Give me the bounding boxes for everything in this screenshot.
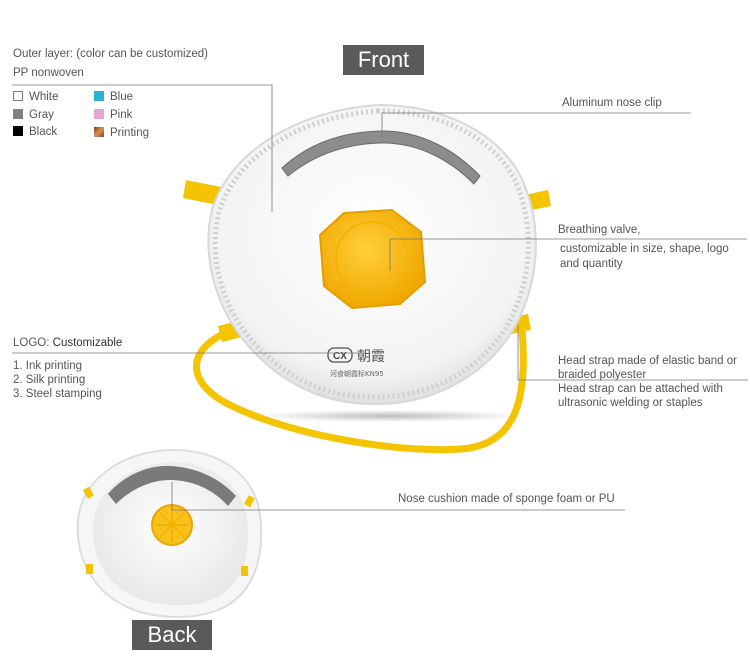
back-valve-spokes	[155, 507, 189, 543]
callout-strap-1: Head strap made of elastic band or	[558, 355, 737, 367]
mask-logo-brand: CX	[333, 351, 347, 362]
color-white: White	[13, 91, 58, 103]
callout-valve-desc-1: customizable in size, shape, logo	[560, 243, 729, 255]
leader-outer-layer	[12, 84, 273, 212]
callout-nose-clip: Aluminum nose clip	[562, 97, 662, 109]
mask-small-print: 河食朝霞标KN95	[330, 369, 384, 378]
callout-valve-desc-2: and quantity	[560, 258, 623, 270]
swatch-blue	[94, 91, 104, 101]
front-mask-shadow	[255, 410, 525, 422]
swatch-printing	[94, 127, 104, 137]
front-mask-edge	[212, 108, 531, 400]
logo-method-2: 2. Silk printing	[13, 374, 86, 386]
back-badge: Back	[132, 620, 212, 650]
front-badge: Front	[343, 45, 424, 75]
color-pink: Pink	[94, 109, 132, 121]
logo-label: LOGO:	[13, 337, 50, 349]
logo-heading: LOGO: Customizable	[13, 337, 122, 349]
back-staple-br	[241, 566, 248, 576]
outer-layer-note: (color can be customized)	[76, 48, 208, 60]
back-staple-bl	[86, 564, 93, 574]
callout-valve-title: Breathing valve,	[558, 224, 641, 236]
color-blue: Blue	[94, 91, 133, 103]
aluminum-nose-clip	[281, 130, 481, 185]
swatch-white	[13, 91, 23, 101]
leader-valve	[389, 238, 747, 271]
swatch-pink	[94, 109, 104, 119]
color-gray: Gray	[13, 109, 54, 121]
callout-strap-4: ultrasonic welding or staples	[558, 397, 703, 409]
callout-cushion: Nose cushion made of sponge foam or PU	[398, 493, 615, 505]
leader-nose-clip	[381, 112, 691, 137]
back-nose-cushion	[108, 465, 236, 506]
outer-layer-material: PP nonwoven	[13, 67, 84, 79]
swatch-gray	[13, 109, 23, 119]
mask-logo-box	[327, 347, 353, 363]
back-staple-tr	[243, 495, 255, 508]
front-lower-strap	[193, 326, 527, 454]
outer-layer-heading: Outer layer: (color can be customized)	[13, 47, 208, 61]
callout-strap-2: braided polyester	[558, 369, 647, 381]
logo-method-3: 3. Steel stamping	[13, 388, 102, 400]
color-black: Black	[13, 126, 57, 138]
logo-method-1: 1. Ink printing	[13, 360, 83, 372]
swatch-black	[13, 126, 23, 136]
mask-logo-chars: 朝霞	[357, 349, 385, 365]
callout-strap-3: Head strap can be attached with	[558, 383, 723, 395]
back-staple-tl	[82, 486, 94, 499]
color-printing: Printing	[94, 127, 149, 139]
leader-strap	[517, 325, 748, 381]
leader-cushion	[171, 482, 625, 511]
valve-center	[335, 221, 409, 295]
logo-value: Customizable	[52, 337, 123, 349]
outer-layer-label: Outer layer:	[13, 48, 74, 60]
